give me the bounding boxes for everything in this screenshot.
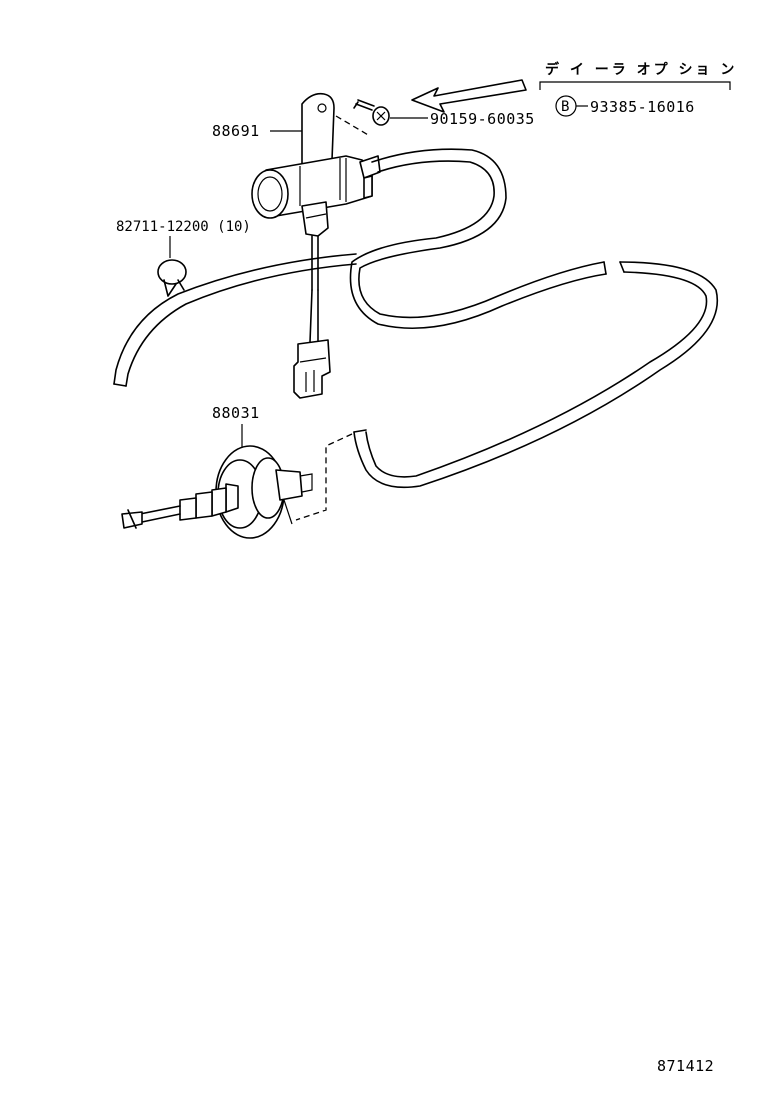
bolt-marker-letter: B <box>561 99 569 115</box>
pump-part-number: 88691 <box>212 122 260 140</box>
actuator-part-number: 88031 <box>212 404 260 422</box>
clip-part-number: 82711-12200 (10) <box>116 219 251 235</box>
hose-clip-icon <box>157 259 187 297</box>
direction-arrow-icon <box>411 79 527 113</box>
screw-part-number: 90159-60035 <box>430 110 535 128</box>
washer-hose <box>113 148 718 489</box>
screw-dashed-guide <box>335 115 371 137</box>
dealer-option-label: デ イ ーラ オプ ショ ン <box>545 61 737 78</box>
electrical-connector-icon <box>293 339 331 399</box>
actuator-dashed-guide <box>295 433 353 521</box>
vacuum-actuator-icon <box>121 445 313 539</box>
diagram-id: 871412 <box>657 1057 714 1075</box>
dealer-option-bracket <box>539 81 731 90</box>
screw-icon <box>353 99 390 126</box>
washer-pump-icon <box>251 92 381 237</box>
bolt-part-number: 93385-16016 <box>590 98 695 116</box>
